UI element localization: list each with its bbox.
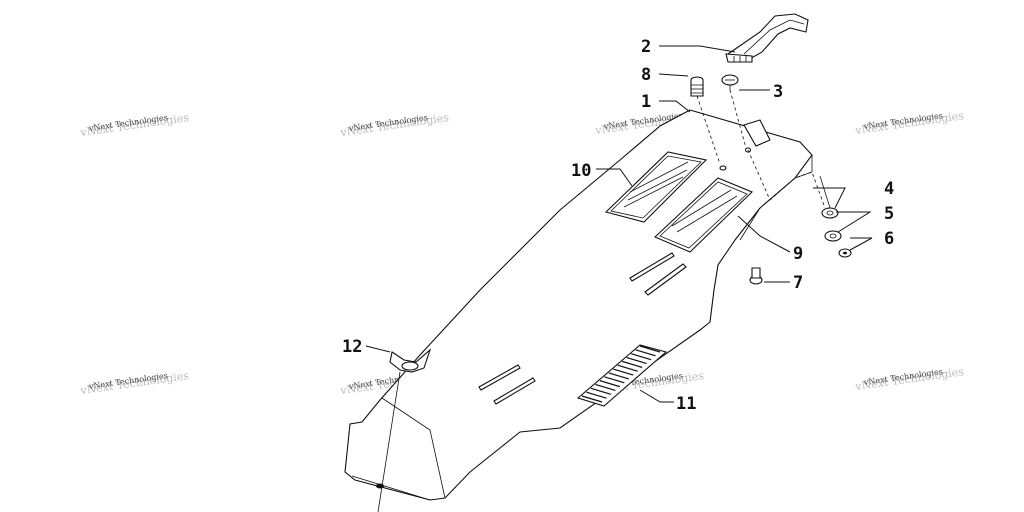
callout-11: 11	[676, 394, 696, 414]
decal-hatch-line	[586, 391, 607, 399]
callout-3: 3	[773, 82, 783, 102]
callout-6: 6	[884, 229, 894, 249]
decal-9	[654, 177, 753, 253]
callout-2: 2	[641, 37, 651, 57]
leader-lines	[365, 45, 873, 512]
bolt-7	[749, 267, 763, 285]
decal-hatch-line	[639, 345, 661, 353]
decal-hatch-line	[617, 364, 638, 372]
locknut-6	[838, 248, 852, 258]
decal-hatch-line	[626, 356, 647, 365]
nut-4	[821, 207, 839, 219]
callout-9: 9	[793, 244, 803, 264]
callout-12: 12	[342, 337, 362, 357]
decal-hatch-line	[590, 387, 612, 395]
threaded-stud	[690, 76, 704, 97]
decal-hatch-line	[604, 376, 625, 384]
decal-hatch-line	[599, 380, 621, 388]
washer-5	[824, 230, 842, 242]
screw-3	[721, 74, 739, 90]
decal-11	[576, 344, 668, 407]
callout-5: 5	[884, 204, 894, 224]
strap-bracket	[725, 13, 809, 63]
wing-nut	[389, 348, 432, 373]
callouts: 2 8 3 1 10 4 5 6 9 7 12 11	[342, 37, 894, 414]
callout-10: 10	[571, 161, 591, 181]
decal-hatch-line	[630, 353, 652, 361]
decal-hatch-line	[595, 383, 616, 392]
decal-hatch-line	[608, 372, 629, 380]
callout-1: 1	[641, 92, 651, 112]
decal-hatch-line	[581, 395, 603, 403]
decal-hatch-line	[621, 360, 643, 368]
callout-4: 4	[884, 179, 894, 199]
callout-7: 7	[793, 273, 803, 293]
decal-hatch-line	[613, 368, 634, 376]
decal-hatch-line	[635, 349, 656, 357]
decal-10	[604, 151, 708, 223]
callout-8: 8	[641, 65, 651, 85]
